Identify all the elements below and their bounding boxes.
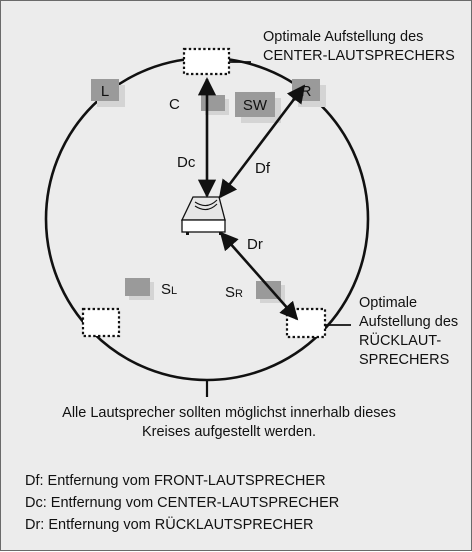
legend-center-distance: Dc: Entfernung vom CENTER-LAUTSPRECHER [25,495,340,511]
speaker-surround-left [125,278,154,300]
distance-label-front: Df [255,160,271,177]
rear-note-line-2: Aufstellung des [359,314,459,330]
legend-rear-distance: Dr: Entfernung vom RÜCKLAUTSPRECHER [25,517,314,533]
speaker-center-label: C [169,96,180,113]
optimal-center-position [182,47,231,76]
distance-label-rear: Dr [247,236,263,253]
rear-placement-note: Optimale Aufstellung des RÜCKLAUT- SPREC… [359,294,458,370]
circle-note-line-2: Kreises aufgestellt werden. [141,424,317,440]
speaker-surround-right-label: SR [225,284,243,301]
circle-note-line-1: Alle Lautsprecher sollten möglichst inne… [62,405,396,421]
speaker-subwoofer-label: SW [243,97,268,114]
speaker-center [201,95,229,115]
speaker-left-label: L [101,83,109,100]
center-placement-note: Optimale Aufstellung des CENTER-LAUTSPRE… [263,28,455,66]
center-note-line-1: Optimale Aufstellung des [263,29,424,45]
rear-note-line-4: SPRECHERS [359,352,450,368]
distance-label-center: Dc [177,154,196,171]
speaker-surround-left-label: SL [161,281,177,298]
circle-placement-note: Alle Lautsprecher sollten möglichst inne… [1,404,457,442]
legend-front-distance: Df: Entfernung vom FRONT-LAUTSPRECHER [25,473,326,489]
optimal-rear-left-position [81,307,121,338]
speaker-right-label: R [301,83,312,100]
speaker-subwoofer: SW [235,92,281,123]
speaker-left: L [91,79,125,107]
distance-arrow-rear [219,231,299,321]
listener-seat-icon [180,196,226,235]
rear-note-line-3: RÜCKLAUT- [359,333,442,349]
distance-arrow-front [218,84,306,199]
center-note-line-2: CENTER-LAUTSPRECHERS [263,48,455,64]
rear-note-line-1: Optimale [359,295,418,311]
